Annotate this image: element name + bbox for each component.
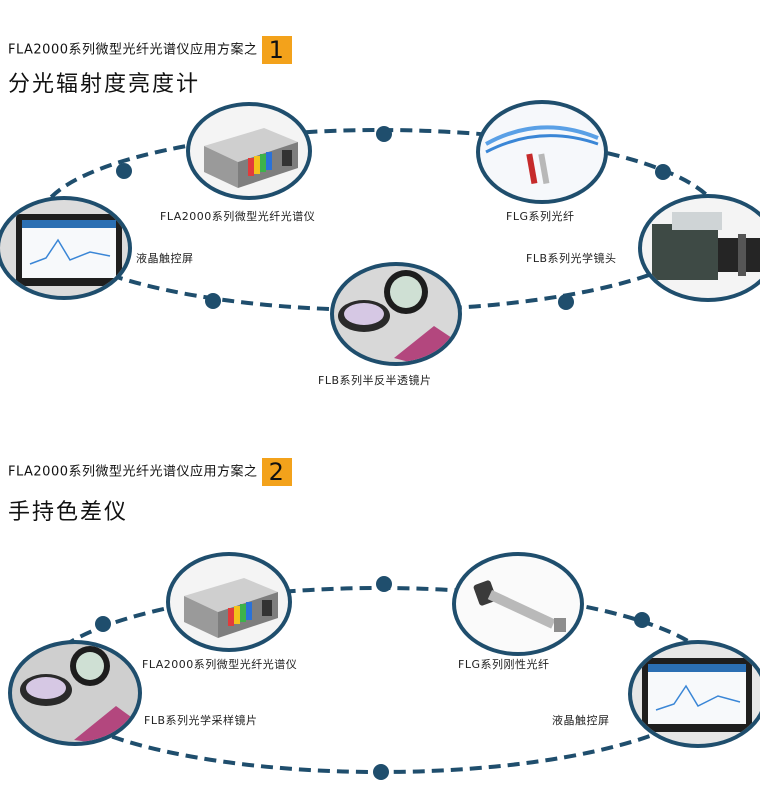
label-spectrometer2: FLA2000系列微型光纤光谱仪 [142, 658, 298, 671]
spectrometer-icon [204, 128, 298, 188]
section2-heading-text: FLA2000系列微型光纤光谱仪应用方案之 [8, 464, 258, 480]
spectrometer2-bubble [166, 552, 292, 652]
section2-number-badge: 2 [261, 458, 292, 486]
section2-ring [38, 586, 722, 774]
ring1-dot-bottom-left [205, 293, 221, 309]
spectrometer-icon-2 [184, 578, 278, 638]
ring1-dot-bottom-right [558, 294, 574, 310]
lcd-touchscreen-icon [16, 214, 122, 286]
ring1-dot-top [376, 126, 392, 142]
fiber-bubble [476, 100, 608, 204]
section1-number-badge: 1 [261, 36, 292, 64]
label-lcd: 液晶触控屏 [136, 252, 194, 265]
label-fiber: FLG系列光纤 [506, 210, 575, 223]
ring2-dot-top [376, 576, 392, 592]
section1-heading-text: FLA2000系列微型光纤光谱仪应用方案之 [8, 42, 258, 58]
lcd-bubble [0, 196, 132, 300]
rigid-fiber-probe-icon [473, 580, 566, 632]
half-mirror-lens-icon [338, 270, 458, 362]
spectrometer-bubble [186, 102, 312, 200]
optical-lens-icon [652, 212, 760, 280]
label-sampling-lens: FLB系列光学采样镜片 [144, 714, 258, 727]
label-half-mirror: FLB系列半反半透镜片 [318, 374, 432, 387]
lcd-touchscreen-icon-2 [642, 658, 752, 732]
ring1-dot-left [116, 163, 132, 179]
label-spectrometer: FLA2000系列微型光纤光谱仪 [160, 210, 316, 223]
lcd2-bubble [628, 640, 760, 748]
rigid-fiber-bubble [452, 552, 584, 656]
section2-title: 手持色差仪 [8, 500, 129, 525]
lens-bubble [638, 194, 760, 302]
sampling-lens-bubble [8, 640, 142, 746]
label-lens: FLB系列光学镜头 [526, 252, 617, 265]
half-mirror-bubble [330, 262, 462, 366]
optical-fiber-icon [485, 125, 599, 185]
section1-title: 分光辐射度亮度计 [8, 72, 201, 97]
ring2-dot-bottom [373, 764, 389, 780]
sampling-lens-icon [20, 646, 138, 742]
ring2-dot-right [634, 612, 650, 628]
label-lcd2: 液晶触控屏 [552, 714, 610, 727]
ring2-dot-left [95, 616, 111, 632]
label-rigid-fiber: FLG系列刚性光纤 [458, 658, 550, 671]
ring1-dot-right [655, 164, 671, 180]
